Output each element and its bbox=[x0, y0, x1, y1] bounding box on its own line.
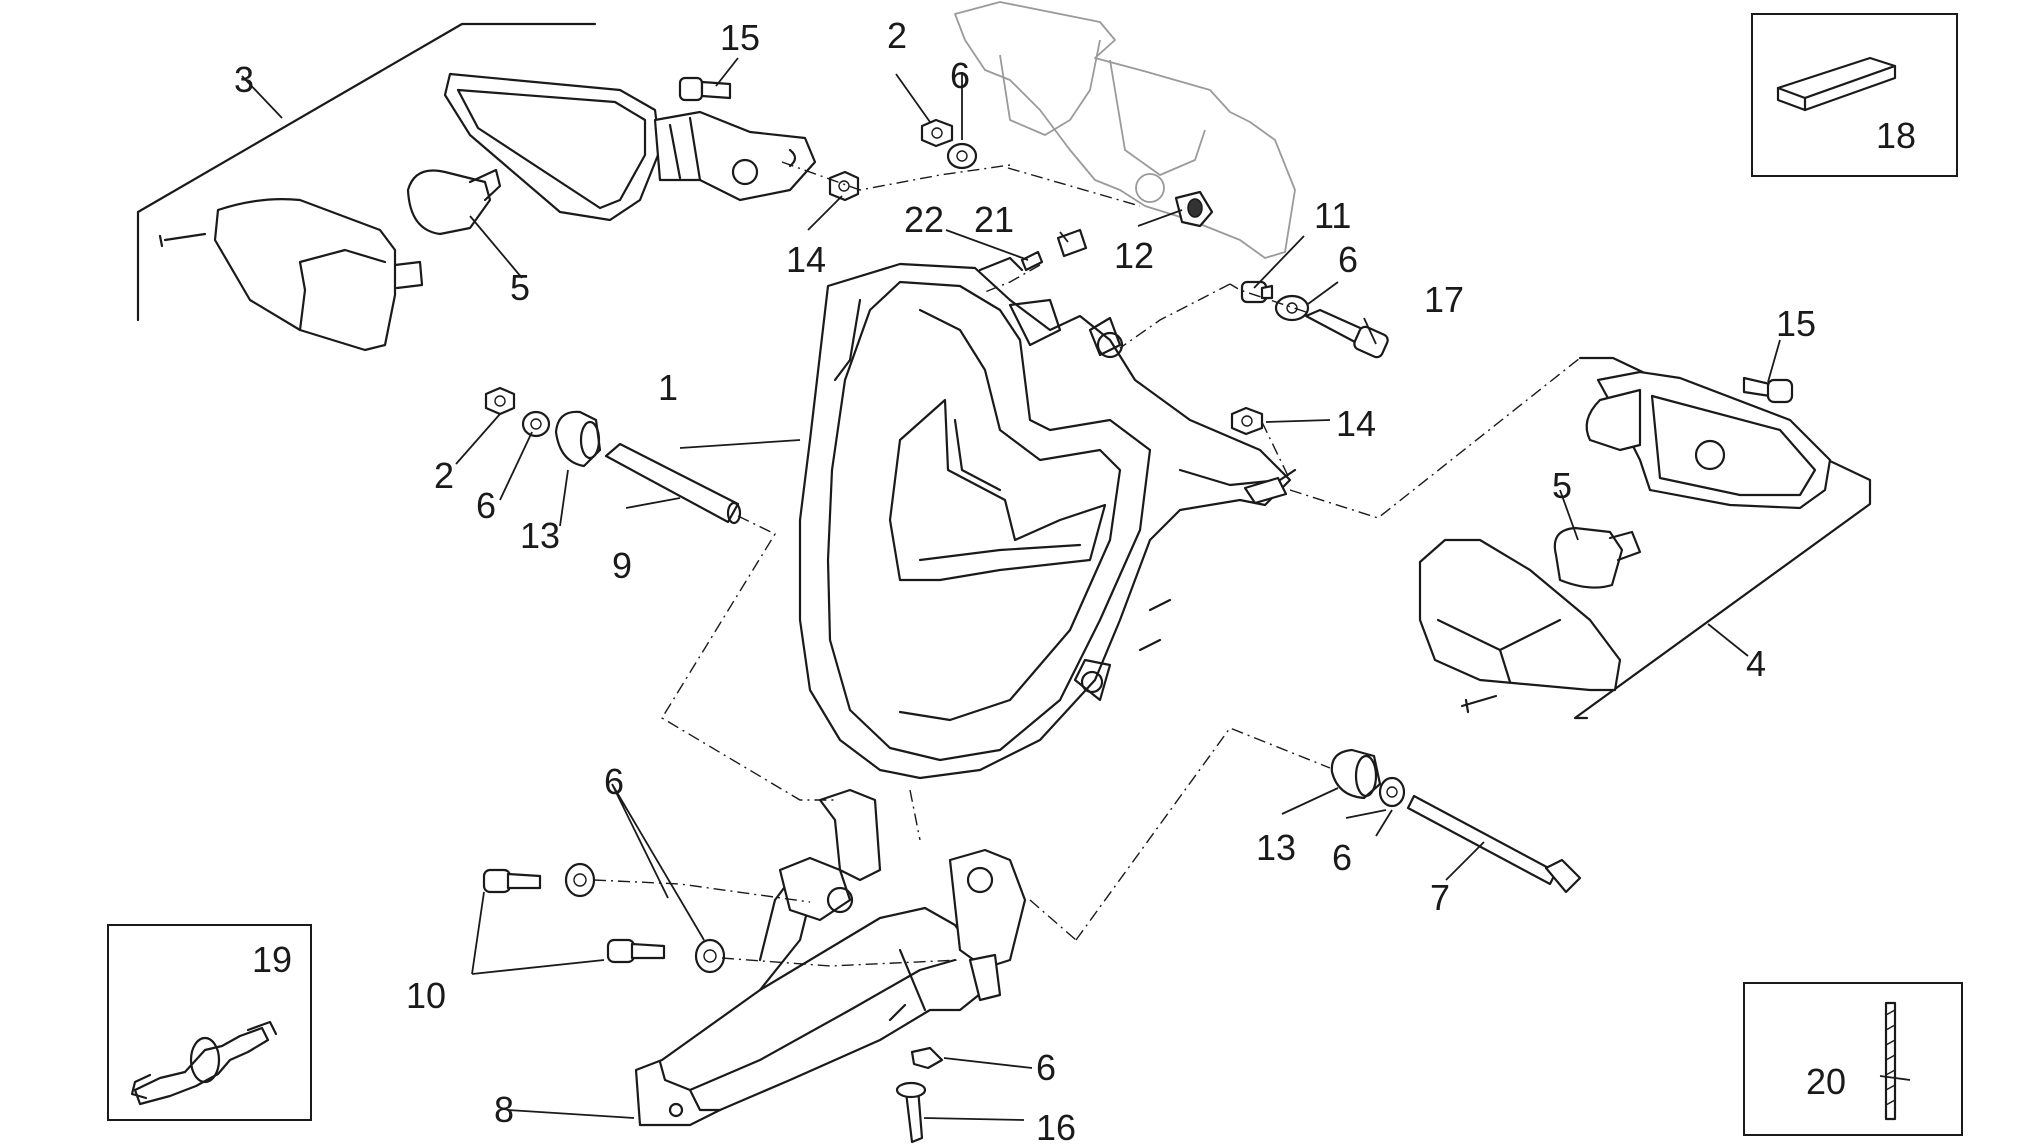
nut-14-left bbox=[828, 170, 860, 202]
screw-10-lower bbox=[606, 938, 666, 964]
washer-6-right bbox=[1274, 294, 1310, 322]
bushing-13-left bbox=[554, 410, 602, 468]
nut-2-left bbox=[484, 386, 516, 416]
callout-6b: 6 bbox=[476, 485, 496, 526]
callout-16: 16 bbox=[1036, 1107, 1076, 1147]
callout-10: 10 bbox=[406, 975, 446, 1016]
right-indicator-housing bbox=[1585, 370, 1832, 510]
callout-13a: 13 bbox=[520, 515, 560, 556]
inset-box-20 bbox=[1743, 982, 1963, 1136]
callout-2b: 2 bbox=[434, 455, 454, 496]
headlight-assembly bbox=[798, 256, 1297, 780]
left-indicator-housing bbox=[443, 72, 817, 222]
washer-6-lower-2 bbox=[694, 938, 726, 974]
callout-6e: 6 bbox=[1036, 1047, 1056, 1088]
washer-6-left bbox=[521, 410, 551, 438]
long-bolt-7 bbox=[1406, 794, 1582, 894]
spacer-tube-9 bbox=[604, 442, 742, 525]
left-indicator-bulb bbox=[406, 168, 502, 236]
callout-14b: 14 bbox=[1336, 403, 1376, 444]
callout-1: 1 bbox=[658, 367, 678, 408]
screw-15-left bbox=[678, 76, 732, 102]
callout-15b: 15 bbox=[1776, 303, 1816, 344]
right-indicator-lens bbox=[1418, 538, 1622, 692]
callout-2a: 2 bbox=[887, 15, 907, 56]
right-indicator-bulb bbox=[1553, 526, 1642, 589]
bolt-17 bbox=[1304, 308, 1389, 359]
inset-box-19 bbox=[107, 924, 312, 1121]
callout-22: 22 bbox=[904, 199, 944, 240]
callout-15a: 15 bbox=[720, 17, 760, 58]
callout-18: 18 bbox=[1876, 115, 1916, 156]
callout-6a: 6 bbox=[950, 55, 970, 96]
inset-box-18 bbox=[1751, 13, 1958, 177]
callout-17: 17 bbox=[1424, 279, 1464, 320]
pin-22 bbox=[1020, 250, 1044, 272]
washer-6-top bbox=[946, 142, 978, 170]
left-indicator-lens bbox=[213, 198, 424, 352]
nut-2-top bbox=[920, 118, 954, 148]
washer-6-lower-right bbox=[1378, 776, 1406, 808]
washer-6-lower-1 bbox=[564, 862, 596, 898]
callout-14a: 14 bbox=[786, 239, 826, 280]
callout-4: 4 bbox=[1746, 643, 1766, 684]
callout-8: 8 bbox=[494, 1089, 514, 1130]
nut-14-right bbox=[1230, 406, 1264, 436]
callout-3: 3 bbox=[234, 59, 254, 100]
callout-5a: 5 bbox=[510, 267, 530, 308]
screw-10-upper bbox=[482, 868, 542, 894]
callout-13b: 13 bbox=[1256, 827, 1296, 868]
callout-9: 9 bbox=[612, 545, 632, 586]
assembly-lines bbox=[593, 161, 1581, 967]
lower-bracket bbox=[634, 788, 1027, 1127]
bushing-13-right bbox=[1330, 748, 1382, 800]
callout-21: 21 bbox=[974, 199, 1014, 240]
callout-5b: 5 bbox=[1552, 465, 1572, 506]
grommet-12 bbox=[1174, 190, 1214, 228]
callout-11: 11 bbox=[1314, 195, 1351, 236]
nut-6-bottom bbox=[910, 1046, 944, 1070]
fitting-21 bbox=[1056, 228, 1088, 258]
headlight-bulb-icon bbox=[130, 1020, 278, 1106]
right-indicator-assembly bbox=[1418, 356, 1872, 720]
callout-6d: 6 bbox=[604, 761, 624, 802]
callout-19: 19 bbox=[252, 939, 292, 980]
callout-12: 12 bbox=[1114, 235, 1154, 276]
callout-6c: 6 bbox=[1338, 239, 1358, 280]
screw-16 bbox=[895, 1081, 927, 1144]
callout-6f: 6 bbox=[1332, 837, 1352, 878]
callout-7: 7 bbox=[1430, 877, 1450, 918]
screw-15-right bbox=[1742, 376, 1794, 404]
callout-20: 20 bbox=[1806, 1061, 1846, 1102]
callouts: 1 2 2 3 4 5 5 6 6 6 6 6 6 7 8 9 10 11 12… bbox=[234, 15, 1916, 1147]
rear-bracket-ghost bbox=[954, 1, 1296, 259]
left-indicator-assembly bbox=[136, 22, 860, 352]
leader-lines bbox=[241, 57, 1911, 1121]
